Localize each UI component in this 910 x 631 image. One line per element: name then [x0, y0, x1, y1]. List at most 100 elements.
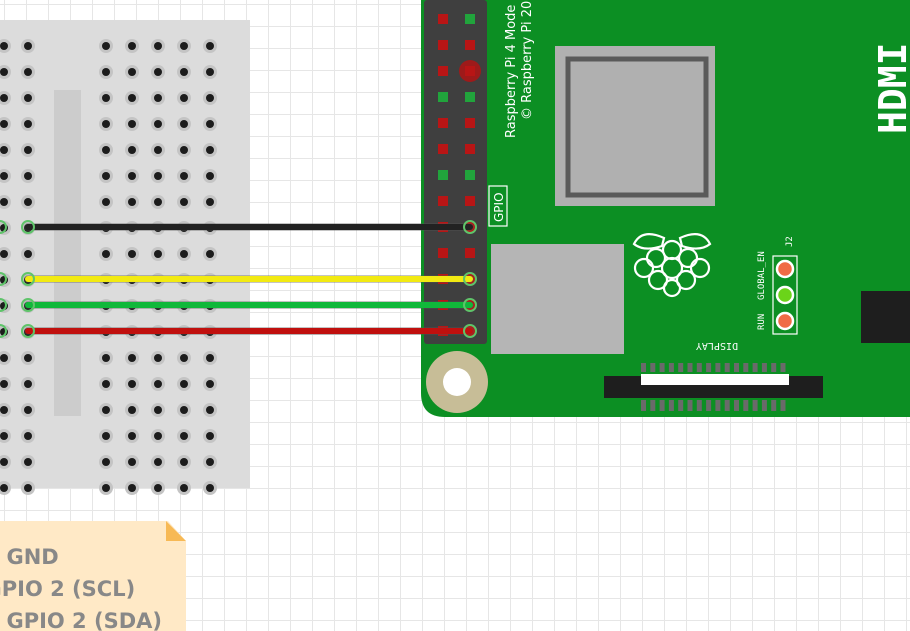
breadboard-hole: [0, 354, 8, 362]
breadboard-hole: [206, 42, 214, 50]
breadboard-hole: [128, 406, 136, 414]
breadboard-hole: [24, 250, 32, 258]
gpio-pin: [465, 66, 475, 76]
breadboard-hole: [0, 94, 8, 102]
breadboard-hole: [154, 172, 162, 180]
breadboard-hole: [0, 42, 8, 50]
breadboard-hole: [0, 120, 8, 128]
display-pin: [668, 363, 674, 372]
breadboard-hole: [154, 354, 162, 362]
breadboard-hole: [24, 354, 32, 362]
breadboard-hole: [180, 380, 188, 388]
gpio-label-box: [488, 185, 508, 227]
breadboard-hole: [24, 94, 32, 102]
breadboard-hole: [180, 354, 188, 362]
breadboard-hole: [102, 42, 110, 50]
display-pin: [659, 400, 665, 411]
note-text: 9 GND GPIO 2 (SCL) 3 GPIO 2 (SDA): [0, 541, 162, 631]
breadboard-hole: [128, 458, 136, 466]
breadboard-hole: [128, 250, 136, 258]
display-pin: [668, 400, 674, 411]
wire-end-gpio: [463, 220, 477, 234]
breadboard-hole: [154, 458, 162, 466]
display-pin: [715, 363, 721, 372]
board-copyright-text: © Raspberry Pi 20: [520, 1, 535, 120]
display-pin: [687, 363, 693, 372]
breadboard-hole: [0, 458, 8, 466]
breadboard-hole: [206, 458, 214, 466]
global-en-label: GLOBAL_EN: [757, 251, 767, 300]
breadboard-hole: [206, 198, 214, 206]
breadboard-hole: [206, 94, 214, 102]
wire-end-edge: [0, 298, 7, 312]
breadboard-hole: [0, 484, 8, 492]
gpio-pin: [438, 144, 448, 154]
gpio-pin: [465, 92, 475, 102]
hdmi-label: HDMI: [871, 42, 910, 134]
gpio-pin: [465, 248, 475, 258]
breadboard-hole: [206, 146, 214, 154]
board-model-text: Raspberry Pi 4 Mode: [504, 5, 519, 138]
note-line-scl: GPIO 2 (SCL): [0, 577, 136, 601]
display-pin: [724, 363, 730, 372]
breadboard-hole: [24, 432, 32, 440]
display-pin: [771, 400, 777, 411]
breadboard-hole: [128, 198, 136, 206]
display-pin: [696, 400, 702, 411]
gpio-pin: [438, 92, 448, 102]
display-pin: [678, 363, 684, 372]
j2-header: [772, 255, 798, 335]
breadboard-hole: [24, 198, 32, 206]
breadboard-hole: [206, 432, 214, 440]
run-label: RUN: [757, 314, 767, 330]
breadboard-hole: [180, 198, 188, 206]
breadboard-hole: [102, 432, 110, 440]
breadboard-hole: [206, 354, 214, 362]
gpio-pin: [465, 144, 475, 154]
breadboard-hole: [154, 120, 162, 128]
breadboard-hole: [128, 120, 136, 128]
gpio-pin: [465, 196, 475, 206]
display-pin: [650, 400, 656, 411]
wire-end-edge: [0, 220, 7, 234]
wire-end-breadboard: [21, 272, 35, 286]
display-pin: [780, 400, 786, 411]
display-pin: [743, 400, 749, 411]
display-pin: [678, 400, 684, 411]
breadboard-hole: [24, 42, 32, 50]
breadboard-hole: [24, 172, 32, 180]
gpio-pin: [465, 40, 475, 50]
breadboard-hole: [102, 172, 110, 180]
breadboard-hole: [154, 146, 162, 154]
j2-pin-middle: [775, 285, 795, 305]
display-connector-slot: [641, 374, 789, 385]
breadboard-hole: [0, 432, 8, 440]
gpio-pin: [438, 170, 448, 180]
display-pin: [743, 363, 749, 372]
breadboard-hole: [206, 484, 214, 492]
display-pin: [706, 363, 712, 372]
breadboard-hole: [154, 250, 162, 258]
breadboard-hole: [180, 432, 188, 440]
breadboard-hole: [102, 380, 110, 388]
display-pin: [659, 363, 665, 372]
breadboard-hole: [154, 42, 162, 50]
wire-end-gpio: [463, 298, 477, 312]
gpio-pin: [438, 40, 448, 50]
breadboard-hole: [206, 406, 214, 414]
breadboard-hole: [24, 484, 32, 492]
breadboard-hole: [0, 68, 8, 76]
breadboard-hole: [128, 172, 136, 180]
breadboard-hole: [180, 406, 188, 414]
breadboard-hole: [180, 484, 188, 492]
wire-end-gpio: [463, 272, 477, 286]
breadboard-hole: [180, 120, 188, 128]
breadboard-hole: [180, 42, 188, 50]
gpio-pin: [438, 118, 448, 128]
wires: [0, 220, 477, 338]
breadboard-hole: [102, 120, 110, 128]
soc-chip-inner: [565, 56, 709, 198]
breadboard-hole: [180, 94, 188, 102]
breadboard-hole: [154, 432, 162, 440]
